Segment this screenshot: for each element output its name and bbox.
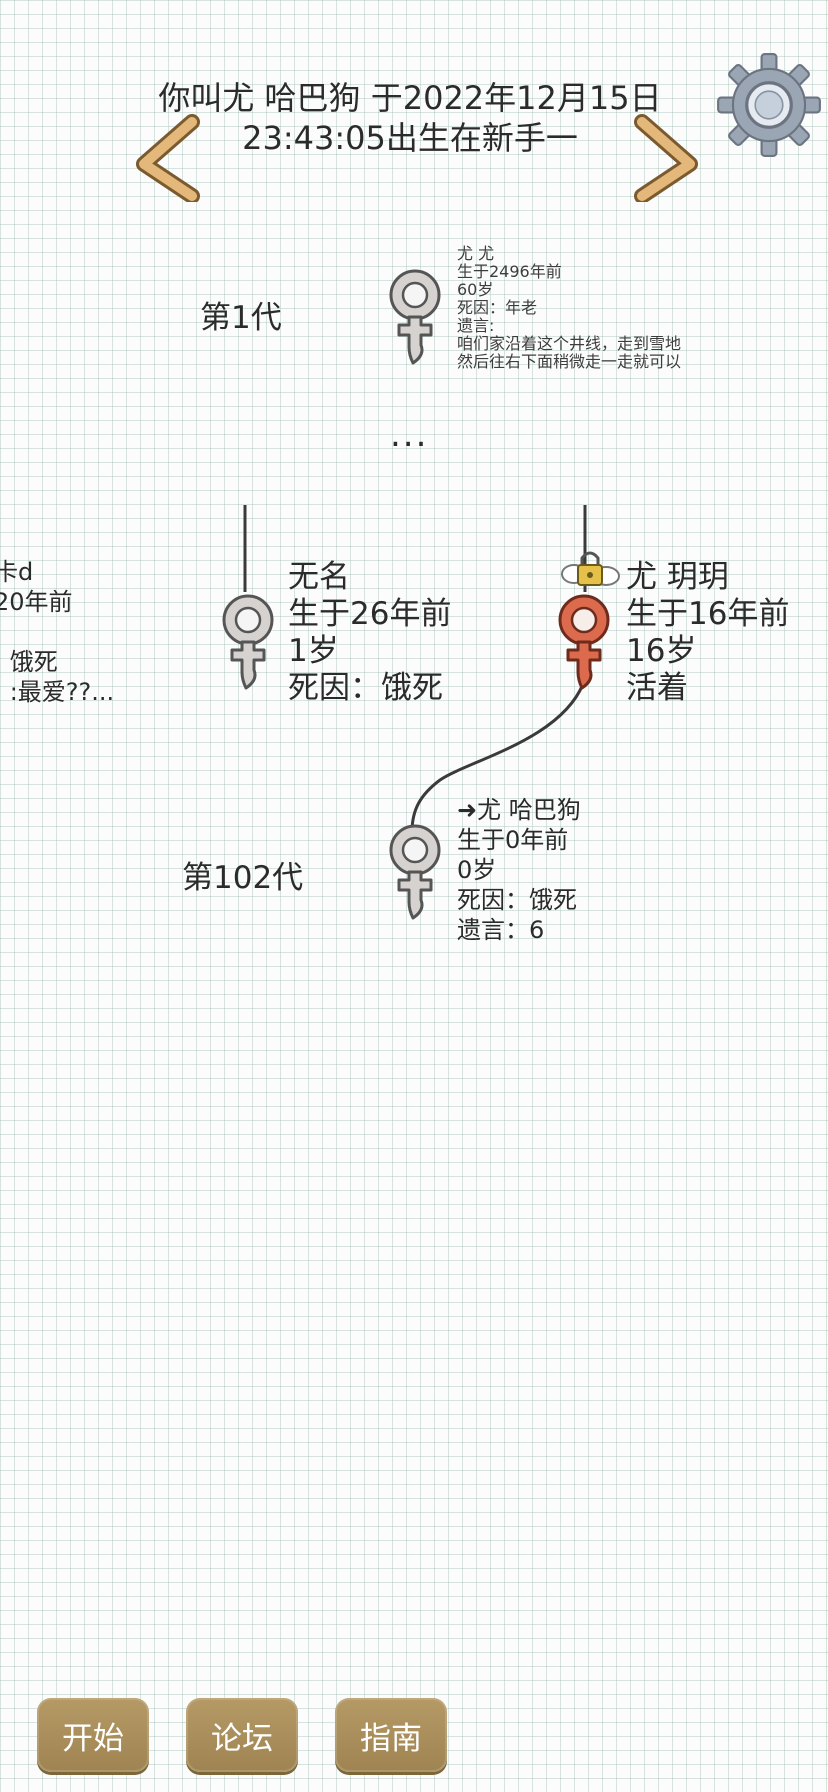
start-button[interactable]: 开始 <box>37 1698 149 1772</box>
left-partial-info: 卡d 20年前 : 饿死 : :最爱??... <box>0 557 114 707</box>
ancestor-last-words-label: 遗言: <box>457 316 495 335</box>
left-partial-line-5: : :最爱??... <box>0 678 115 706</box>
female-alive-icon[interactable] <box>552 588 616 692</box>
self-name: ➜尤 哈巴狗 <box>457 796 581 824</box>
mother-born: 生于16年前 <box>626 596 790 632</box>
mother-status: 活着 <box>626 670 688 706</box>
left-partial-line-3 <box>0 617 114 647</box>
title-line-1: 你叫尤 哈巴狗 于2022年12月15日 <box>158 79 662 117</box>
ancestor-age: 60岁 <box>457 280 494 299</box>
generation-1-label: 第1代 <box>200 300 282 336</box>
forum-button[interactable]: 论坛 <box>186 1698 298 1772</box>
mother-info: 尤 玥玥 生于16年前 16岁 活着 <box>626 559 789 707</box>
ancestor-name: 尤 尤 <box>457 244 495 263</box>
sibling-born: 生于26年前 <box>288 596 452 632</box>
left-partial-line-1: 卡d <box>0 558 34 586</box>
generation-ellipsis: ... <box>390 415 429 455</box>
sibling-name: 无名 <box>288 559 350 595</box>
self-born: 生于0年前 <box>457 826 569 854</box>
ancestor-last-words-1: 咱们家沿着这个井线，走到雪地 <box>457 334 682 353</box>
page-title: 你叫尤 哈巴狗 于2022年12月15日 23:43:05出生在新手一 <box>150 78 670 158</box>
self-info: ➜尤 哈巴狗 生于0年前 0岁 死因：饿死 遗言：6 <box>457 795 581 945</box>
lock-icon <box>561 551 620 586</box>
ancestor-death: 死因：年老 <box>457 298 538 317</box>
female-icon[interactable] <box>383 818 447 922</box>
mother-age: 16岁 <box>626 633 697 669</box>
previous-arrow-icon[interactable] <box>130 112 210 202</box>
self-last-words: 遗言：6 <box>457 916 545 944</box>
ancestor-info: 尤 尤 生于2496年前 60岁 死因：年老 遗言: 咱们家沿着这个井线，走到雪… <box>457 245 681 371</box>
mother-name: 尤 玥玥 <box>626 559 729 595</box>
sibling-info: 无名 生于26年前 1岁 死因：饿死 <box>288 559 451 707</box>
ancestor-born: 生于2496年前 <box>457 262 562 281</box>
sibling-age: 1岁 <box>288 633 339 669</box>
female-icon[interactable] <box>216 588 280 692</box>
guide-button[interactable]: 指南 <box>335 1698 447 1772</box>
next-arrow-icon[interactable] <box>624 112 704 202</box>
sibling-death: 死因：饿死 <box>288 670 443 706</box>
left-partial-line-4: : 饿死 <box>0 648 58 676</box>
generation-102-label: 第102代 <box>182 860 304 896</box>
left-partial-line-2: 20年前 <box>0 588 73 616</box>
gear-icon[interactable] <box>716 52 822 158</box>
self-age: 0岁 <box>457 856 497 884</box>
female-icon[interactable] <box>383 263 447 367</box>
ancestor-last-words-2: 然后往右下面稍微走一走就可以 <box>457 352 682 371</box>
self-death: 死因：饿死 <box>457 886 577 914</box>
title-line-2: 23:43:05出生在新手一 <box>242 119 578 157</box>
